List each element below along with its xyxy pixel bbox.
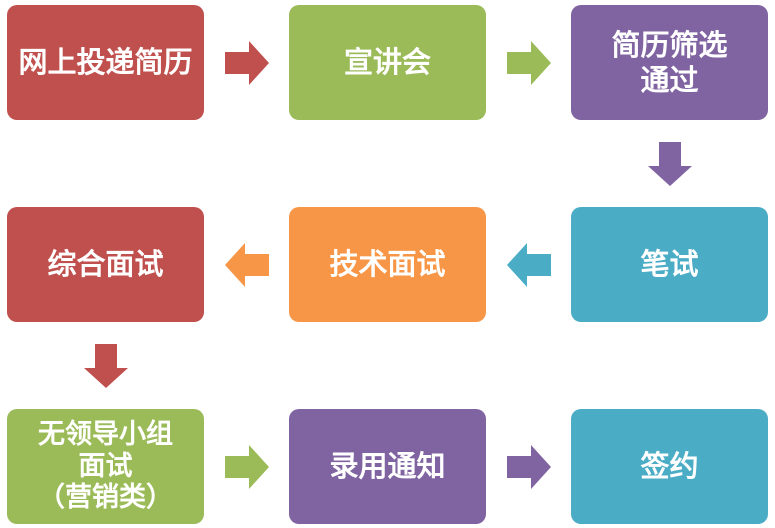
step-label-comprehensive-interview: 综合面试 bbox=[47, 247, 164, 282]
step-box-written-test: 笔试 bbox=[571, 207, 768, 322]
flow-arrow-right-icon bbox=[506, 40, 551, 85]
step-box-technical-interview: 技术面试 bbox=[289, 207, 486, 322]
step-label-presentation: 宣讲会 bbox=[343, 45, 431, 80]
step-box-comprehensive-interview: 综合面试 bbox=[7, 207, 204, 322]
step-box-offer-notice: 录用通知 bbox=[289, 409, 486, 524]
step-label-online-resume: 网上投递简历 bbox=[18, 45, 193, 80]
flow-arrow-shape-2 bbox=[647, 141, 692, 186]
flow-arrow-left-icon bbox=[506, 242, 551, 287]
flow-arrow-shape-3 bbox=[506, 242, 551, 287]
step-box-contract-signing: 签约 bbox=[571, 409, 768, 524]
flow-arrow-shape-4 bbox=[224, 242, 269, 287]
flow-arrow-left-icon bbox=[224, 242, 269, 287]
step-label-technical-interview: 技术面试 bbox=[329, 247, 446, 282]
step-box-resume-screen: 简历筛选 通过 bbox=[571, 5, 768, 120]
step-box-online-resume: 网上投递简历 bbox=[7, 5, 204, 120]
flow-arrow-shape-1 bbox=[506, 40, 551, 85]
step-label-written-test: 笔试 bbox=[640, 247, 699, 282]
flow-arrow-right-icon bbox=[506, 444, 551, 489]
step-label-resume-screen: 简历筛选 通过 bbox=[611, 27, 728, 97]
step-label-offer-notice: 录用通知 bbox=[329, 449, 446, 484]
flow-arrow-right-icon bbox=[224, 40, 269, 85]
step-label-leaderless-group: 无领导小组 面试 （营销类） bbox=[38, 418, 173, 514]
flow-arrow-down-icon bbox=[647, 141, 692, 186]
flow-arrow-shape-7 bbox=[506, 444, 551, 489]
flow-arrow-shape-5 bbox=[83, 343, 128, 388]
flow-arrow-shape-0 bbox=[224, 40, 269, 85]
step-label-contract-signing: 签约 bbox=[640, 449, 699, 484]
flow-arrow-right-icon bbox=[224, 444, 269, 489]
step-box-presentation: 宣讲会 bbox=[289, 5, 486, 120]
flow-arrow-shape-6 bbox=[224, 444, 269, 489]
flow-arrow-down-icon bbox=[83, 343, 128, 388]
step-box-leaderless-group: 无领导小组 面试 （营销类） bbox=[7, 409, 204, 524]
